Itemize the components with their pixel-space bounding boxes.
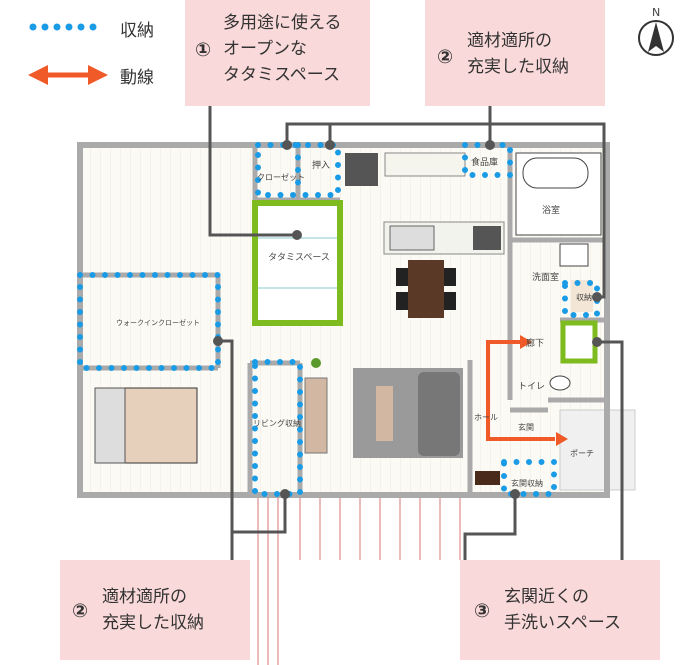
callout-handwash: ③ 玄関近くの 手洗いスペース	[460, 560, 660, 660]
callout-number: ①	[195, 39, 212, 61]
bed-pillows	[94, 387, 126, 464]
callout-text: 多用途に使える オープンな タタミスペース	[223, 13, 342, 85]
room-label-entrance: 玄関	[518, 422, 534, 432]
callout-number: ②	[437, 46, 454, 68]
room-label-hall: ホール	[474, 413, 498, 422]
handwash-highlight	[560, 320, 598, 364]
north-compass-icon: N	[638, 6, 674, 56]
dining-chairs	[396, 268, 456, 310]
room-label-bath: 浴室	[542, 204, 560, 216]
callout-tatami: ① 多用途に使える オープンな タタミスペース	[185, 0, 370, 106]
sink	[389, 225, 435, 251]
dining-table	[408, 260, 444, 318]
stove	[473, 226, 501, 250]
room-label-hallway: 廊下	[526, 337, 544, 349]
legend-flow-label: 動線	[120, 68, 154, 88]
callout-storage-bottom: ② 適材適所の 充実した収納	[60, 560, 250, 660]
room-label-tatami: タタミスペース	[268, 252, 330, 263]
coffee-table	[376, 386, 393, 441]
room-label-washroom: 洗面室	[532, 271, 559, 283]
room-label-oshiire: 押入	[312, 159, 330, 171]
washer	[559, 243, 589, 267]
callout-text: 適材適所の 充実した収納	[467, 31, 569, 77]
bathtub-inner	[522, 157, 589, 189]
connector-dots	[213, 140, 602, 499]
room-label-closet: クローゼット	[257, 172, 305, 182]
toilet-fixture	[549, 375, 571, 391]
flow-arrowhead	[556, 432, 568, 446]
shoe-cabinet	[475, 471, 500, 485]
fridge	[345, 153, 378, 186]
room-label-entrance-storage: 玄関収納	[511, 478, 543, 488]
legend-storage-label: 収納	[120, 21, 154, 41]
room-label-porch: ポーチ	[570, 449, 594, 458]
room-label-walkin-closet: ウォークインクローゼット	[116, 318, 200, 327]
flow-arrowhead	[520, 335, 532, 349]
callout-storage-top: ② 適材適所の 充実した収納	[425, 0, 605, 106]
room-label-toilet: トイレ	[518, 382, 545, 392]
callout-number: ③	[474, 600, 491, 622]
tatami-highlight	[252, 200, 343, 326]
callout-text: 玄関近くの 手洗いスペース	[504, 587, 621, 633]
washroom-storage	[571, 280, 593, 312]
room-label-pantry: 食品庫	[471, 156, 498, 168]
storage-outlines	[77, 142, 600, 497]
plant	[311, 358, 321, 368]
compass-label: N	[652, 6, 660, 19]
room-label-storage: 収納	[576, 292, 592, 302]
sofa	[418, 372, 460, 456]
kitchen-counter-back	[384, 152, 466, 177]
room-label-living-storage: リビング収納	[253, 418, 301, 428]
callout-text: 適材適所の 充実した収納	[102, 587, 204, 633]
deck-railings	[257, 497, 461, 665]
circulation-flow-arrow	[486, 340, 555, 441]
tv-stand	[304, 377, 328, 454]
callout-number: ②	[72, 600, 89, 622]
